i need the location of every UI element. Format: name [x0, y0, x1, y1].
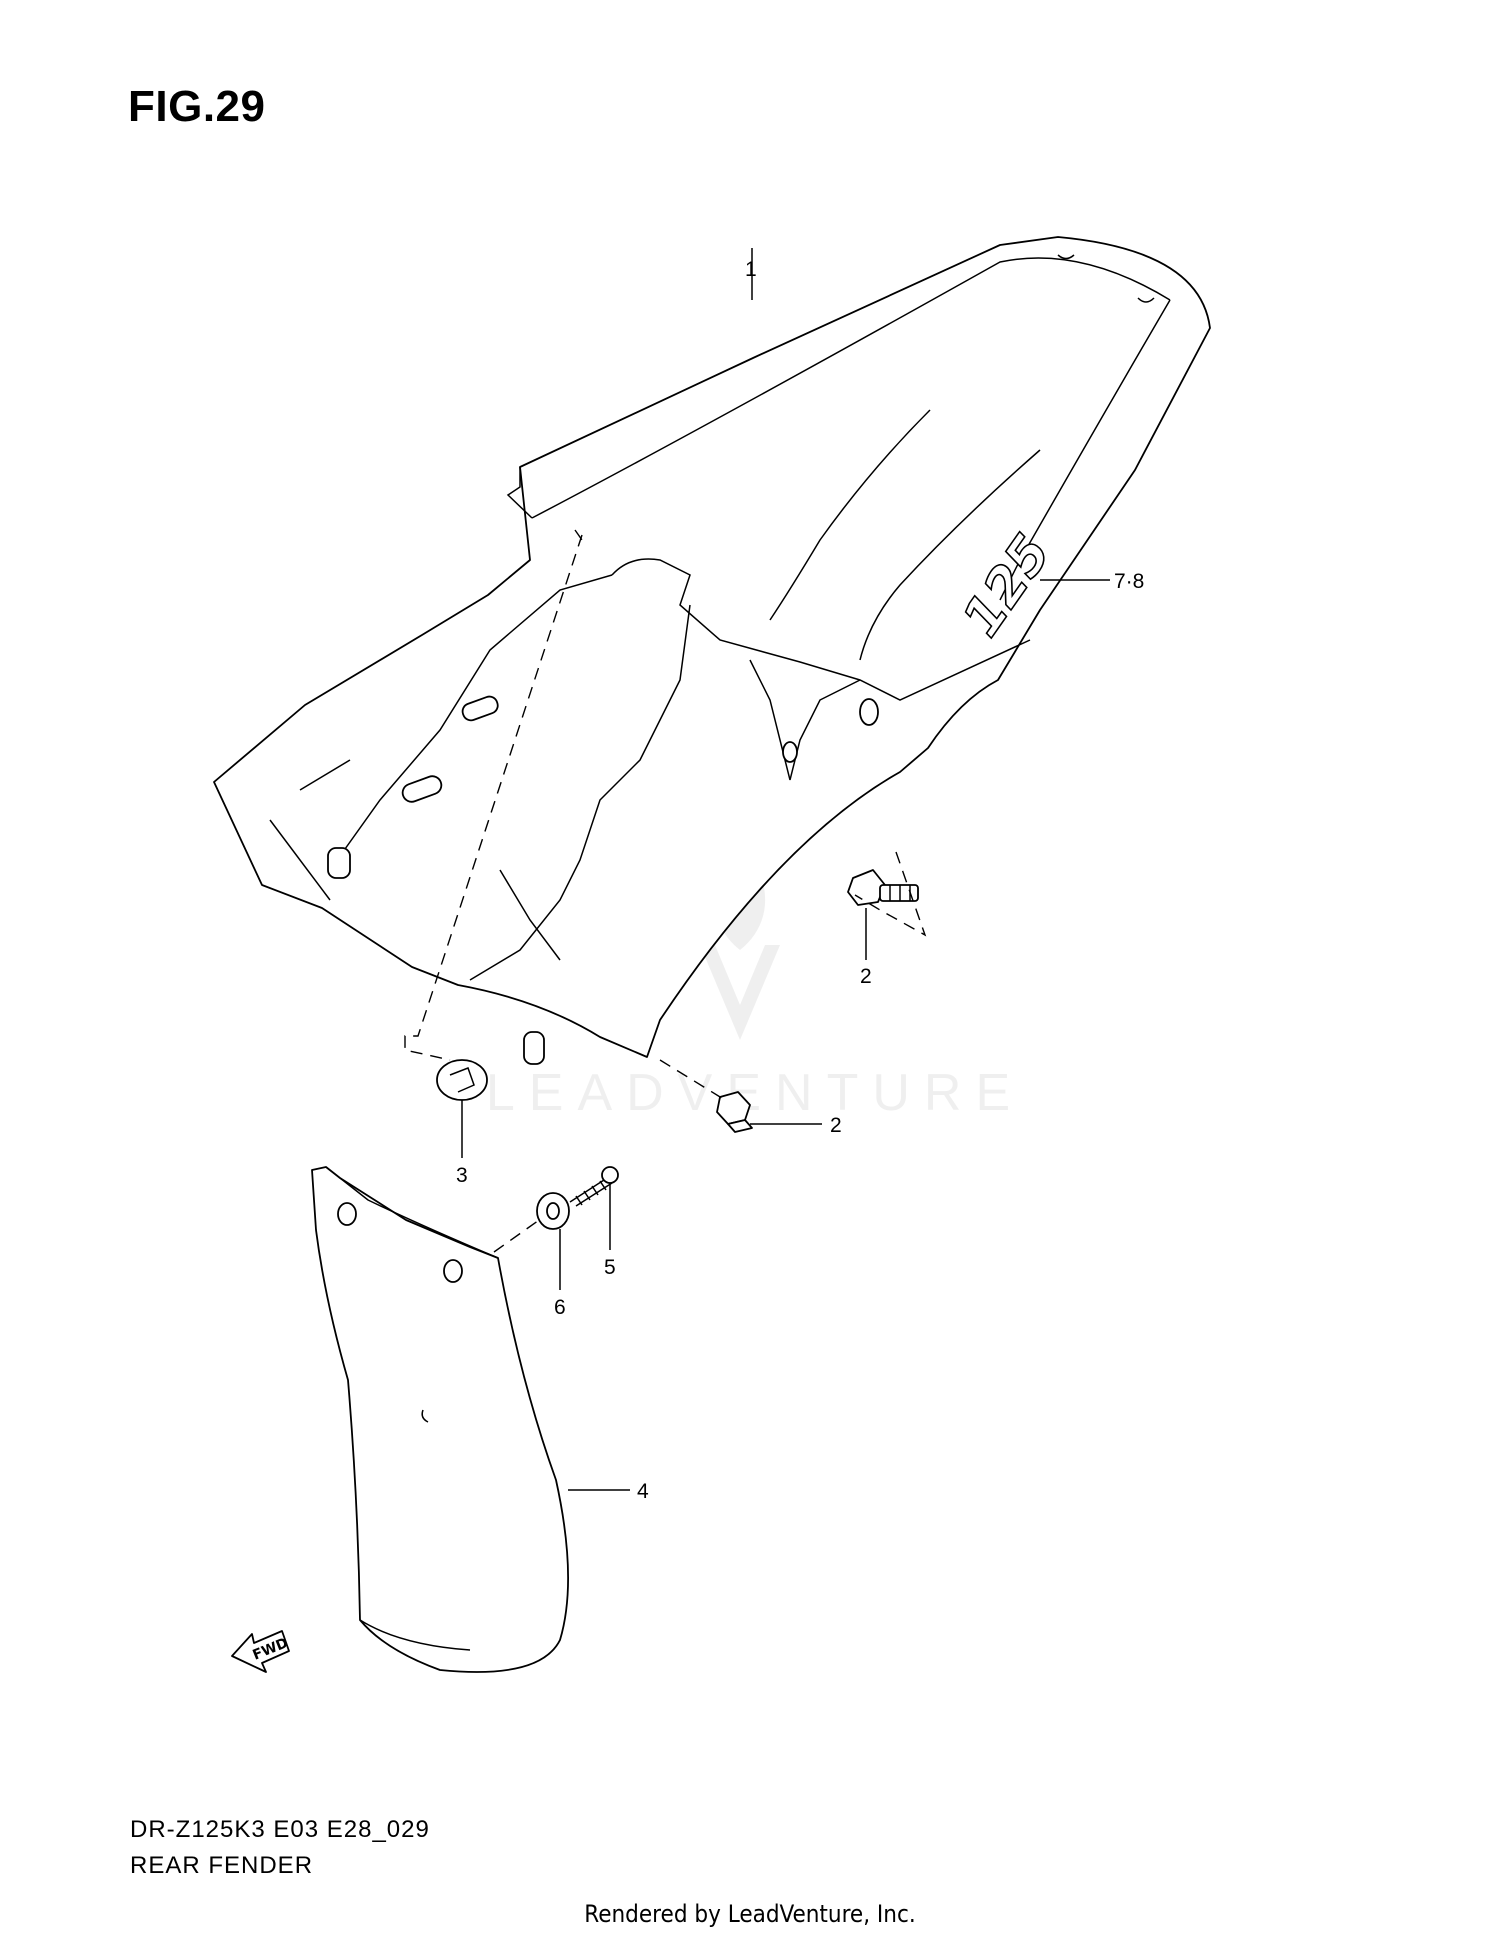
washer-part [536, 1192, 570, 1230]
mud-flap-hole [443, 1259, 463, 1283]
callout-2-lower: 2 [830, 1114, 842, 1137]
bolt-upper-part [847, 869, 919, 906]
diagram-code: DR-Z125K3 E03 E28_029 [130, 1816, 430, 1843]
fender-hole [782, 741, 798, 763]
screw-part [569, 1166, 619, 1207]
callout-4: 4 [637, 1480, 649, 1503]
assembly-lines [404, 529, 927, 1253]
callout-3: 3 [456, 1164, 468, 1187]
fender-inner-channel-b [329, 574, 613, 871]
fender-slot [401, 775, 443, 803]
bolt-lower-base [727, 1119, 753, 1133]
screw-head [601, 1166, 619, 1184]
dashed-line [493, 1217, 543, 1253]
fender-contour-d [859, 449, 1041, 661]
watermark-text: LEADVENTURE [486, 1064, 1024, 1122]
mud-flap-mark [421, 1409, 429, 1423]
footer-credit: Rendered by LeadVenture, Inc. [584, 1900, 916, 1928]
fender-inner-channel [611, 558, 1031, 701]
bolt-lower-part [716, 1091, 753, 1133]
screw-shank [569, 1179, 613, 1207]
clip-nut-detail [449, 1067, 475, 1093]
forward-arrow-icon: FWD [231, 1630, 290, 1673]
watermark-v-icon [700, 945, 780, 1040]
callout-5: 5 [604, 1256, 616, 1279]
fender-slot [327, 847, 351, 879]
callouts: 1 7·8 2 2 3 5 6 4 [456, 258, 1144, 1503]
fender-contour-b [999, 299, 1171, 601]
fender-hole-mark [1057, 254, 1075, 260]
fender-hole-mark [1137, 297, 1155, 303]
figure-title: FIG.29 [128, 82, 266, 131]
fender-hole [859, 698, 879, 726]
rear-fender-part: 125 [213, 236, 1211, 1065]
screw-thread [575, 1180, 607, 1206]
callout-1: 1 [745, 258, 757, 281]
mud-flap-outline [311, 1166, 569, 1673]
fender-contour-c [769, 409, 931, 621]
mud-flap-part [311, 1166, 569, 1673]
mud-flap-fold [339, 1177, 499, 1259]
mud-flap-inner-edge [359, 1619, 471, 1651]
fender-rib-2 [299, 759, 351, 791]
mud-flap-hole [337, 1202, 357, 1226]
washer-inner [546, 1202, 560, 1220]
fender-contour-a [531, 257, 1171, 519]
clip-nut-part [436, 1059, 488, 1101]
diagram-name: REAR FENDER [130, 1852, 314, 1879]
dashed-line [854, 851, 927, 937]
forward-arrow-shape [231, 1630, 290, 1673]
clip-nut [436, 1059, 488, 1101]
fender-top-ridge [506, 467, 533, 519]
fender-inner-channel-c [469, 604, 691, 981]
callout-2-upper: 2 [860, 965, 872, 988]
fender-outline [213, 236, 1211, 1058]
callout-6: 6 [554, 1296, 566, 1319]
fender-slot [461, 695, 499, 722]
fender-slot [523, 1031, 545, 1065]
dashed-line [404, 534, 583, 1061]
leader-lines [461, 248, 1110, 1491]
dashed-line [659, 1059, 726, 1101]
callout-7-8: 7·8 [1114, 570, 1144, 593]
fender-lower-rib [499, 869, 561, 961]
dashed-line [574, 529, 583, 541]
fender-rib-3 [269, 819, 331, 901]
